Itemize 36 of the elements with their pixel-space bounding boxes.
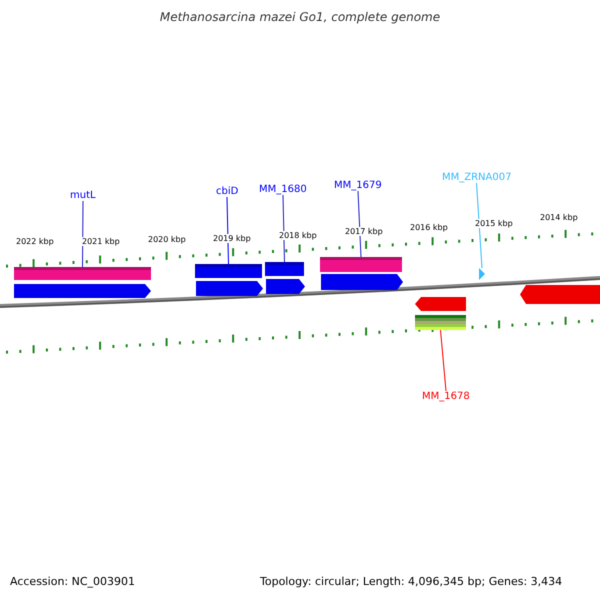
gene-label: cbiD (216, 186, 238, 197)
rna-marker (479, 268, 485, 280)
gene-label: MM_1679 (334, 180, 382, 191)
feature-bar (320, 257, 402, 272)
footer-text: Accession: NC_003901 (10, 575, 136, 588)
gene-feature (14, 284, 151, 298)
scale-label: 2019 kbp (213, 234, 251, 243)
feature-bar (265, 262, 304, 276)
gene-feature (321, 274, 403, 290)
scale-label: 2014 kbp (540, 213, 578, 222)
gene-feature (520, 285, 600, 304)
leader-line (476, 182, 482, 268)
leader-line (282, 194, 285, 262)
gene-feature (266, 279, 305, 294)
leader-line (226, 196, 229, 264)
leader-line (82, 200, 84, 268)
scale-label: 2018 kbp (279, 231, 317, 240)
gene-label: MM_1680 (259, 184, 307, 195)
feature-bar (14, 267, 151, 280)
scale-label: 2015 kbp (475, 219, 513, 228)
leader-line (358, 190, 362, 258)
gene-label: mutL (70, 190, 96, 201)
gene-label: MM_ZRNA007 (442, 172, 512, 183)
gene-label: MM_1678 (422, 391, 470, 402)
scale-label: 2017 kbp (345, 227, 383, 236)
leader-line (440, 330, 446, 392)
footer-text: Topology: circular; Length: 4,096,345 bp; Genes: 3,434 (260, 575, 562, 588)
scale-label: 2022 kbp (16, 237, 54, 246)
gene-feature (196, 281, 263, 296)
scale-label: 2021 kbp (82, 237, 120, 246)
title: Methanosarcina mazei Go1, complete genome (158, 10, 442, 24)
gene-feature (415, 297, 466, 311)
scale-label: 2016 kbp (410, 223, 448, 232)
feature-bar (415, 315, 466, 330)
scale-label: 2020 kbp (148, 235, 186, 244)
feature-bar (195, 264, 262, 278)
